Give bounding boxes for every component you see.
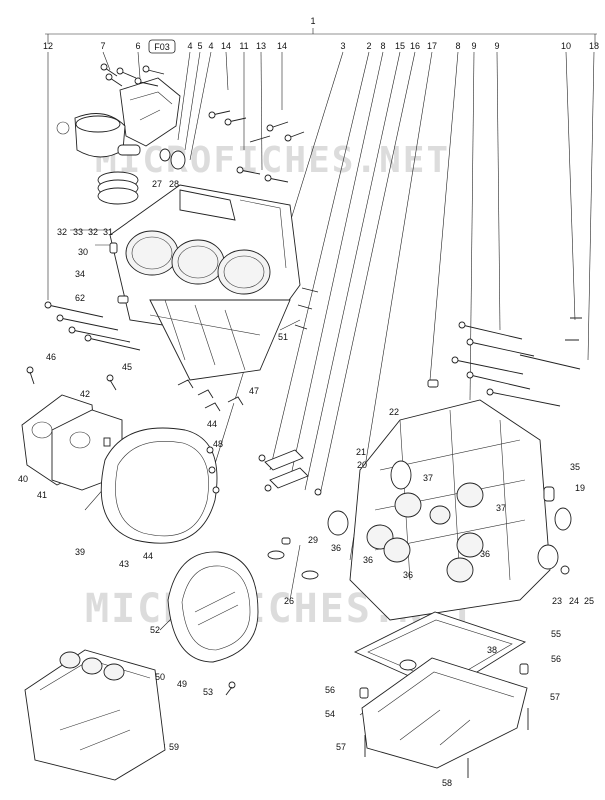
reference-code: F03 <box>154 42 170 52</box>
top-part-number-5: 5 <box>197 41 202 51</box>
bolts-top-center <box>208 110 305 183</box>
callout-part-number-5: 31 <box>103 227 113 237</box>
bearing-caps <box>258 449 322 580</box>
callout-part-number-29: 36 <box>331 543 341 553</box>
bolts-left <box>44 242 141 351</box>
callout-part-number-26: 35 <box>570 462 580 472</box>
ignition-cover <box>167 551 259 696</box>
callout-part-number-10: 46 <box>46 352 56 362</box>
callout-part-number-0: 27 <box>152 179 162 189</box>
top-part-number-0: 1 <box>310 16 315 26</box>
crankcase <box>327 399 572 621</box>
top-part-number-7: 14 <box>221 41 231 51</box>
top-part-number-18: 9 <box>471 41 476 51</box>
callout-part-number-38: 50 <box>155 672 165 682</box>
callout-part-number-35: 25 <box>584 596 594 606</box>
callout-part-number-7: 34 <box>75 269 85 279</box>
callout-part-number-49: 59 <box>169 742 179 752</box>
callout-part-number-43: 56 <box>551 654 561 664</box>
callout-part-number-27: 19 <box>575 483 585 493</box>
callout-part-number-30: 36 <box>363 555 373 565</box>
header-bracket <box>45 28 597 44</box>
callout-part-number-34: 24 <box>569 596 579 606</box>
pins-right-of-block <box>294 287 319 330</box>
callout-labels: 27 28 32 33 32 31 30 34 62 51 46 45 42 47 40 41 44 48 39 43… <box>18 179 594 788</box>
bolts-right <box>427 317 582 407</box>
bolts-top-left <box>100 63 165 87</box>
oil-sump <box>359 657 529 778</box>
callout-part-number-13: 47 <box>249 386 259 396</box>
callout-part-number-16: 44 <box>207 419 217 429</box>
callout-part-number-37: 52 <box>150 625 160 635</box>
callout-part-number-21: 22 <box>389 407 399 417</box>
top-part-number-16: 17 <box>427 41 437 51</box>
callout-part-number-15: 41 <box>37 490 47 500</box>
top-part-number-15: 16 <box>410 41 420 51</box>
callout-part-number-48: 58 <box>442 778 452 788</box>
callout-part-number-46: 57 <box>550 692 560 702</box>
top-part-number-21: 18 <box>589 41 599 51</box>
callout-part-number-22: 21 <box>356 447 366 457</box>
top-part-number-2: 7 <box>100 41 105 51</box>
clips <box>177 379 244 412</box>
callout-part-number-9: 51 <box>278 332 288 342</box>
callout-part-number-33: 23 <box>552 596 562 606</box>
cylinder-block <box>109 184 301 381</box>
callout-part-number-18: 39 <box>75 547 85 557</box>
callout-part-number-32: 36 <box>480 549 490 559</box>
reference-code-box: F03 <box>148 39 176 54</box>
callout-part-number-47: 57 <box>336 742 346 752</box>
callout-part-number-36: 26 <box>284 596 294 606</box>
top-part-number-17: 8 <box>455 41 460 51</box>
top-part-number-11: 3 <box>340 41 345 51</box>
callout-part-number-25: 37 <box>496 503 506 513</box>
piston-assembly <box>56 77 186 205</box>
top-part-number-4: 4 <box>187 41 192 51</box>
callout-part-number-3: 33 <box>73 227 83 237</box>
callout-part-number-1: 28 <box>169 179 179 189</box>
callout-part-number-41: 55 <box>551 629 561 639</box>
callout-part-number-39: 49 <box>177 679 187 689</box>
callout-part-number-19: 43 <box>119 559 129 569</box>
callout-part-number-31: 36 <box>403 570 413 580</box>
top-part-number-6: 4 <box>208 41 213 51</box>
callout-part-number-12: 42 <box>80 389 90 399</box>
top-part-number-14: 15 <box>395 41 405 51</box>
top-part-number-3: 6 <box>135 41 140 51</box>
callout-part-number-45: 54 <box>325 709 335 719</box>
engine-thumbnail <box>24 649 166 781</box>
callout-part-number-17: 48 <box>213 439 223 449</box>
callout-part-number-44: 56 <box>325 685 335 695</box>
callout-part-number-2: 32 <box>57 227 67 237</box>
top-part-number-19: 9 <box>494 41 499 51</box>
callout-part-number-40: 53 <box>203 687 213 697</box>
callout-part-number-20: 44 <box>143 551 153 561</box>
callout-part-number-4: 32 <box>88 227 98 237</box>
callout-part-number-23: 20 <box>357 460 367 470</box>
side-covers-left <box>21 366 123 491</box>
watermark-top: MICROFICHES.NET <box>95 140 450 181</box>
top-part-number-1: 12 <box>43 41 53 51</box>
callout-part-number-24: 37 <box>423 473 433 483</box>
top-part-number-9: 13 <box>256 41 266 51</box>
callout-part-number-42: 38 <box>487 645 497 655</box>
top-part-number-10: 14 <box>277 41 287 51</box>
top-part-number-12: 2 <box>366 41 371 51</box>
callout-part-number-28: 29 <box>308 535 318 545</box>
top-part-number-8: 11 <box>239 41 248 51</box>
clutch-cover <box>100 427 220 544</box>
callout-part-number-14: 40 <box>18 474 28 484</box>
top-part-number-20: 10 <box>561 41 571 51</box>
callout-part-number-6: 30 <box>78 247 88 257</box>
top-part-number-13: 8 <box>380 41 385 51</box>
callout-part-number-11: 45 <box>122 362 132 372</box>
callout-part-number-8: 62 <box>75 293 85 303</box>
